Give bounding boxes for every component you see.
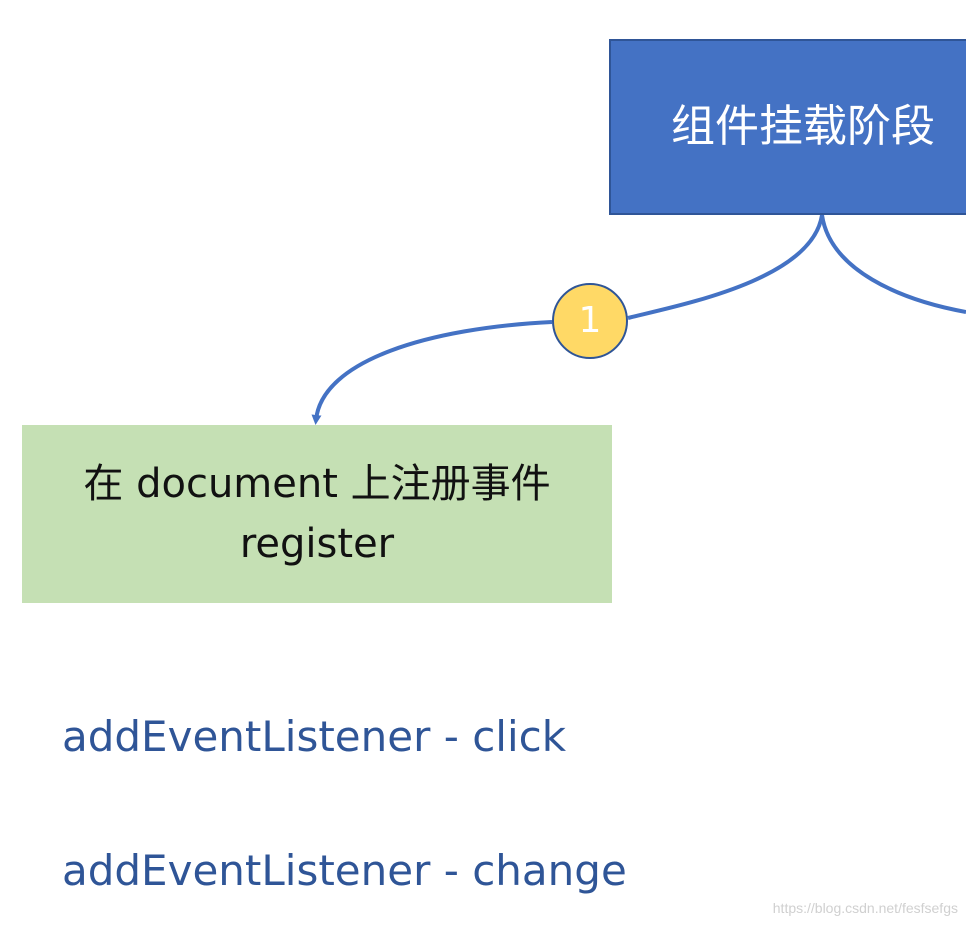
step-badge: 1 — [552, 283, 628, 359]
connector-to-right — [820, 214, 966, 314]
connector-to-register — [627, 214, 824, 320]
watermark: https://blog.csdn.net/fesfsefgs — [772, 900, 958, 916]
listener-click: addEventListener - click — [62, 712, 567, 761]
register-event-box: 在 document 上注册事件 register — [22, 425, 612, 603]
step-number: 1 — [578, 300, 602, 341]
connector-to-register-arrow — [311, 320, 553, 425]
listener-change: addEventListener - change — [62, 846, 627, 895]
mount-phase-box: 组件挂载阶段 — [609, 39, 966, 215]
mount-phase-title: 组件挂载阶段 — [671, 101, 935, 152]
register-label: register — [239, 521, 395, 567]
register-description: 在 document 上注册事件 — [83, 461, 551, 507]
